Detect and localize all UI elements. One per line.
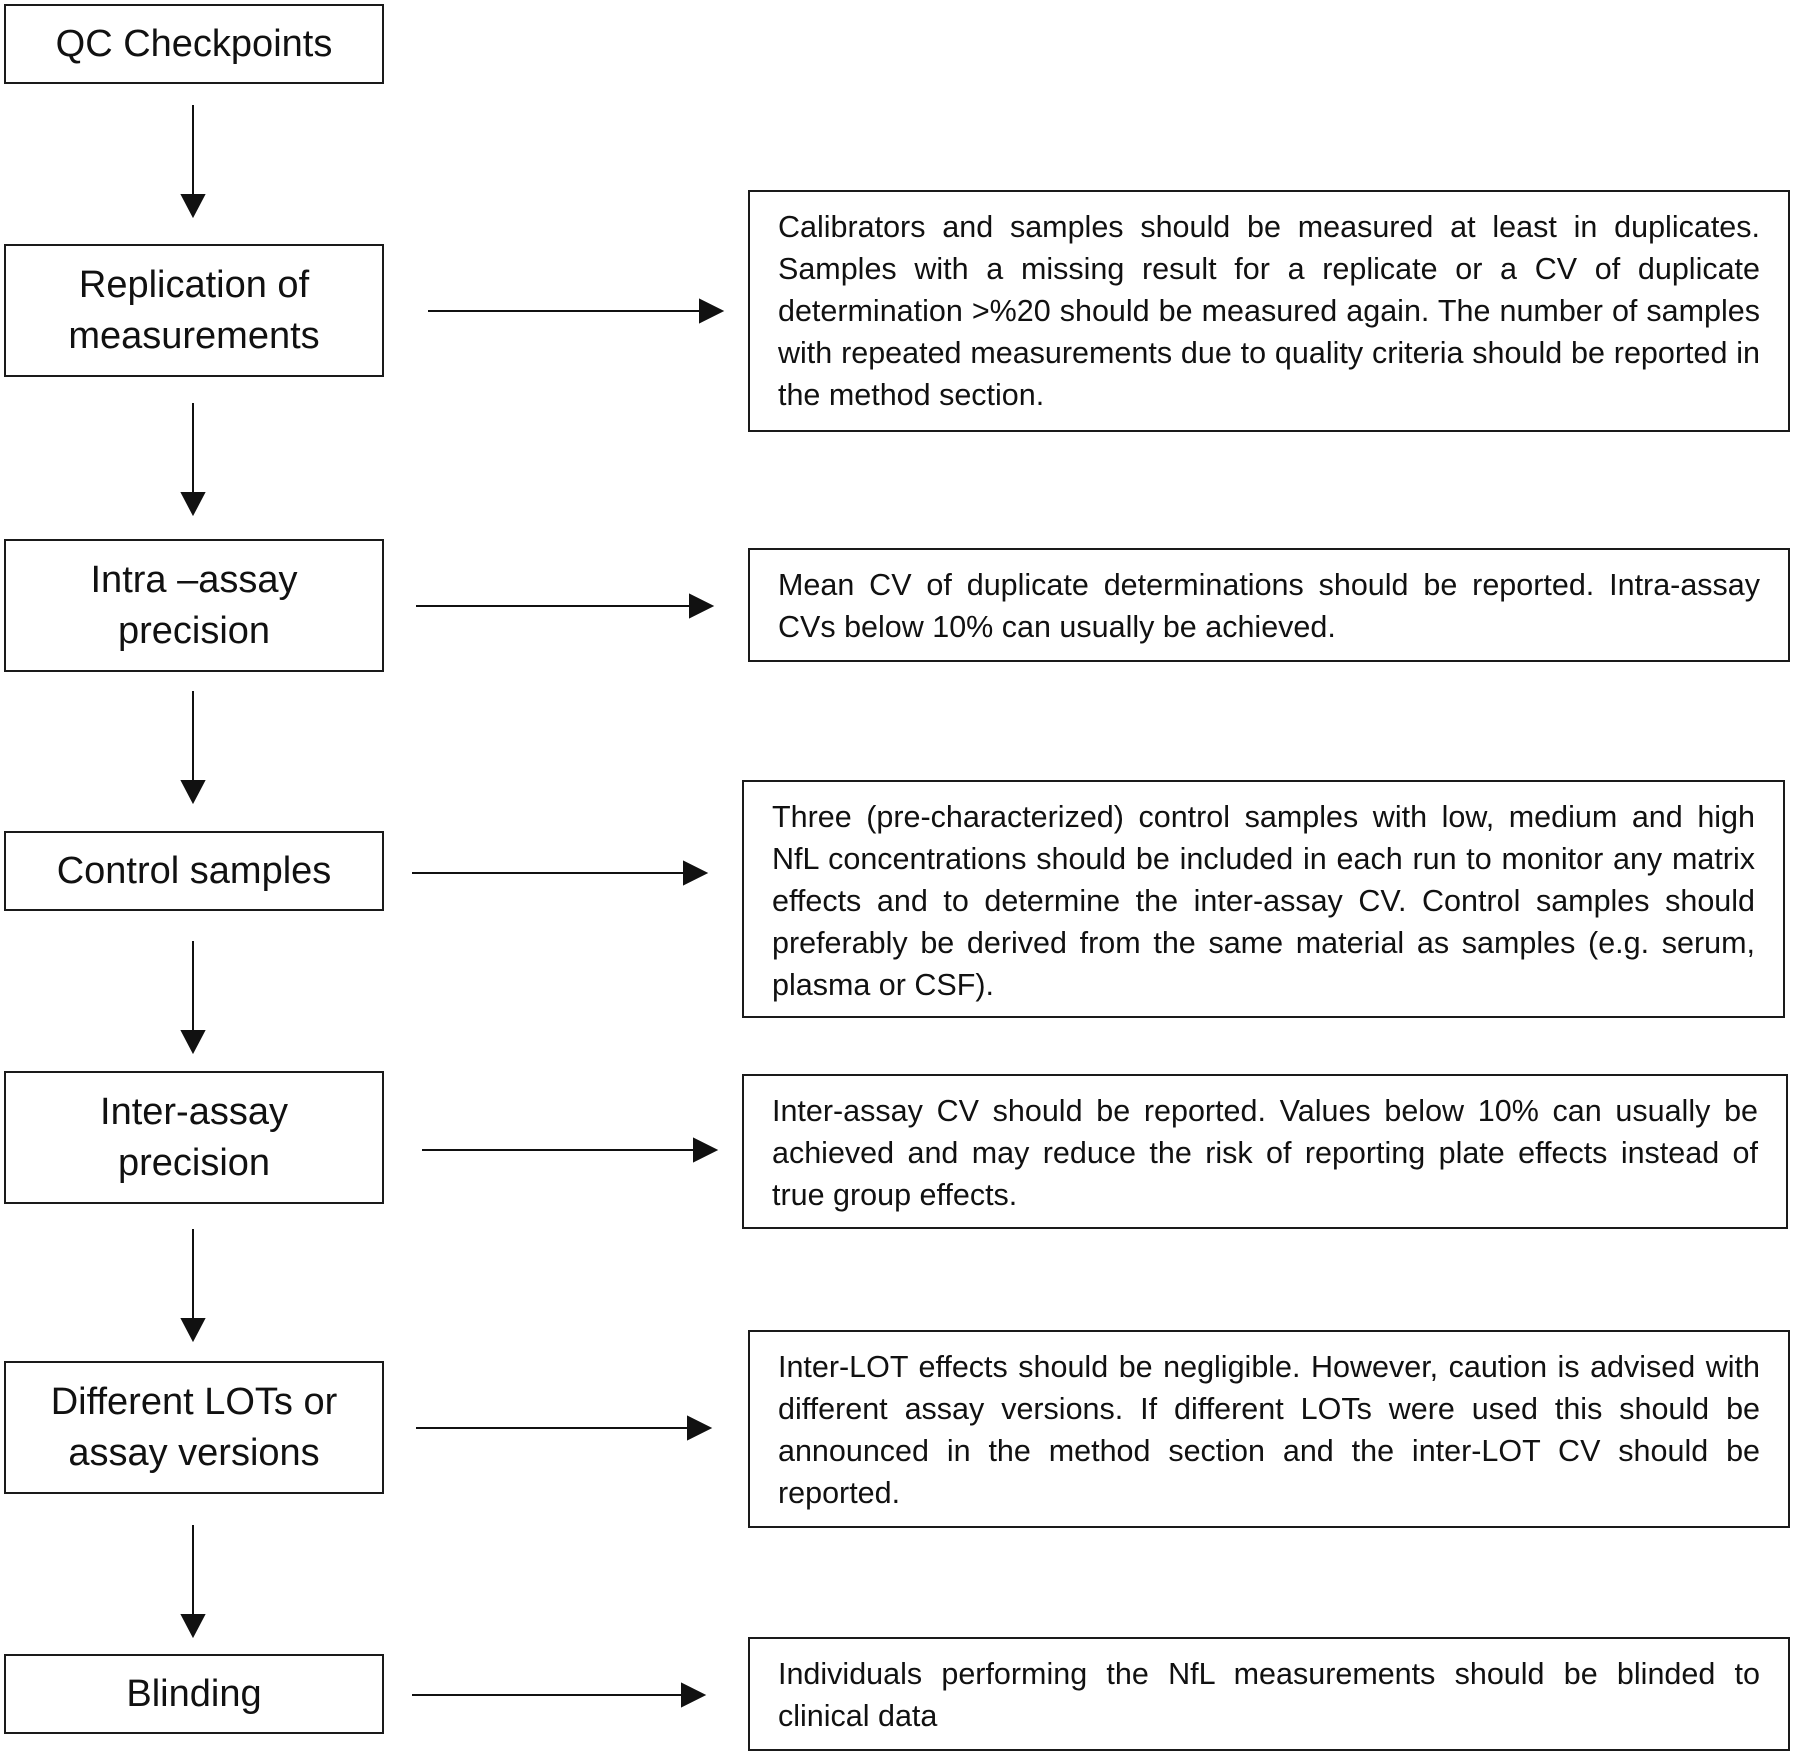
description-intra-assay-text: Mean CV of duplicate determinations shou… <box>778 568 1760 645</box>
checkpoint-blinding-label: Blinding <box>126 1672 262 1715</box>
down-arrowhead <box>180 1614 206 1639</box>
down-arrowhead <box>180 194 206 219</box>
right-arrowhead <box>683 860 709 886</box>
description-control-samples-text: Three (pre-characterized) control sample… <box>772 800 1755 1003</box>
description-blinding-text: Individuals performing the NfL measureme… <box>778 1657 1760 1734</box>
qc-checkpoints-title-box: QC Checkpoints <box>4 4 384 84</box>
down-arrowhead <box>180 492 206 517</box>
description-replication-box: Calibrators and samples should be measur… <box>748 190 1790 432</box>
checkpoint-lots-label: Different LOTs or assay versions <box>50 1381 338 1474</box>
description-replication-text: Calibrators and samples should be measur… <box>778 210 1760 413</box>
down-arrowhead <box>180 780 206 805</box>
checkpoint-inter-assay-label: Inter-assay precision <box>100 1091 288 1184</box>
right-arrowhead <box>689 593 715 619</box>
description-intra-assay-box: Mean CV of duplicate determinations shou… <box>748 548 1790 662</box>
down-arrowhead <box>180 1318 206 1343</box>
description-control-samples-box: Three (pre-characterized) control sample… <box>742 780 1785 1018</box>
description-lots-box: Inter-LOT effects should be negligible. … <box>748 1330 1790 1528</box>
down-arrowhead <box>180 1030 206 1055</box>
description-blinding-box: Individuals performing the NfL measureme… <box>748 1637 1790 1751</box>
checkpoint-replication-label: Replication of measurements <box>68 264 320 357</box>
qc-checkpoints-title: QC Checkpoints <box>55 22 333 65</box>
checkpoint-control-samples-label: Control samples <box>56 849 332 892</box>
right-arrowhead <box>687 1415 713 1441</box>
description-inter-assay-text: Inter-assay CV should be reported. Value… <box>772 1094 1758 1213</box>
description-lots-text: Inter-LOT effects should be negligible. … <box>778 1350 1760 1511</box>
checkpoint-intra-assay-label: Intra –assay precision <box>90 559 298 652</box>
checkpoint-control-samples-box: Control samples <box>4 831 384 911</box>
checkpoint-lots-box: Different LOTs or assay versions <box>4 1361 384 1494</box>
checkpoint-replication-box: Replication of measurements <box>4 244 384 377</box>
description-inter-assay-box: Inter-assay CV should be reported. Value… <box>742 1074 1788 1229</box>
checkpoint-blinding-box: Blinding <box>4 1654 384 1734</box>
right-arrowhead <box>693 1137 719 1163</box>
right-arrowhead <box>681 1682 707 1708</box>
right-arrowhead <box>699 298 725 324</box>
checkpoint-intra-assay-box: Intra –assay precision <box>4 539 384 672</box>
checkpoint-inter-assay-box: Inter-assay precision <box>4 1071 384 1204</box>
